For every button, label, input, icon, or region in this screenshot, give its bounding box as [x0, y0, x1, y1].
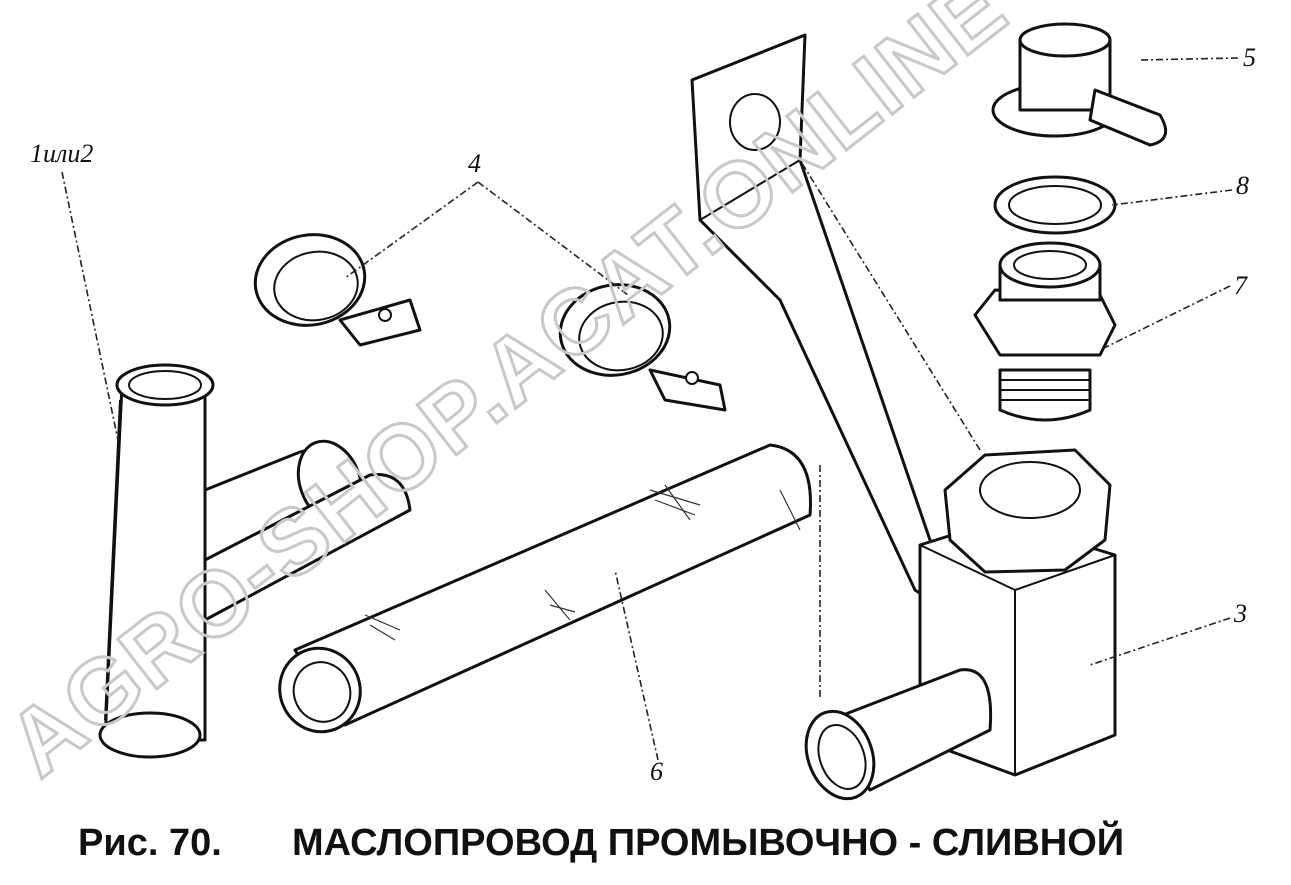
figure-title: МАСЛОПРОВОД ПРОМЫВОЧНО - СЛИВНОЙ	[292, 822, 1125, 864]
callout-hose: 6	[650, 757, 663, 786]
union-part	[973, 241, 1117, 422]
callout-tee-pipe: 1или2	[30, 139, 93, 168]
callout-plug: 5	[1243, 43, 1256, 72]
clamp-right	[558, 283, 727, 412]
plug-part	[991, 22, 1168, 147]
callout-washer: 8	[1236, 171, 1249, 200]
washer-part	[993, 175, 1117, 235]
callout-union: 7	[1234, 271, 1248, 300]
clamp-left	[253, 233, 422, 347]
hose-part	[278, 443, 812, 734]
nut-block-part	[804, 448, 1117, 801]
callout-nut-block: 3	[1233, 599, 1247, 628]
tee-pipe-part	[98, 363, 412, 759]
figure-caption: Рис. 70. МАСЛОПРОВОД ПРОМЫВОЧНО - СЛИВНО…	[0, 822, 1291, 872]
leader-lines	[61, 57, 1239, 761]
callout-clamps: 4	[468, 149, 481, 178]
figure-number: Рис. 70.	[78, 822, 222, 864]
